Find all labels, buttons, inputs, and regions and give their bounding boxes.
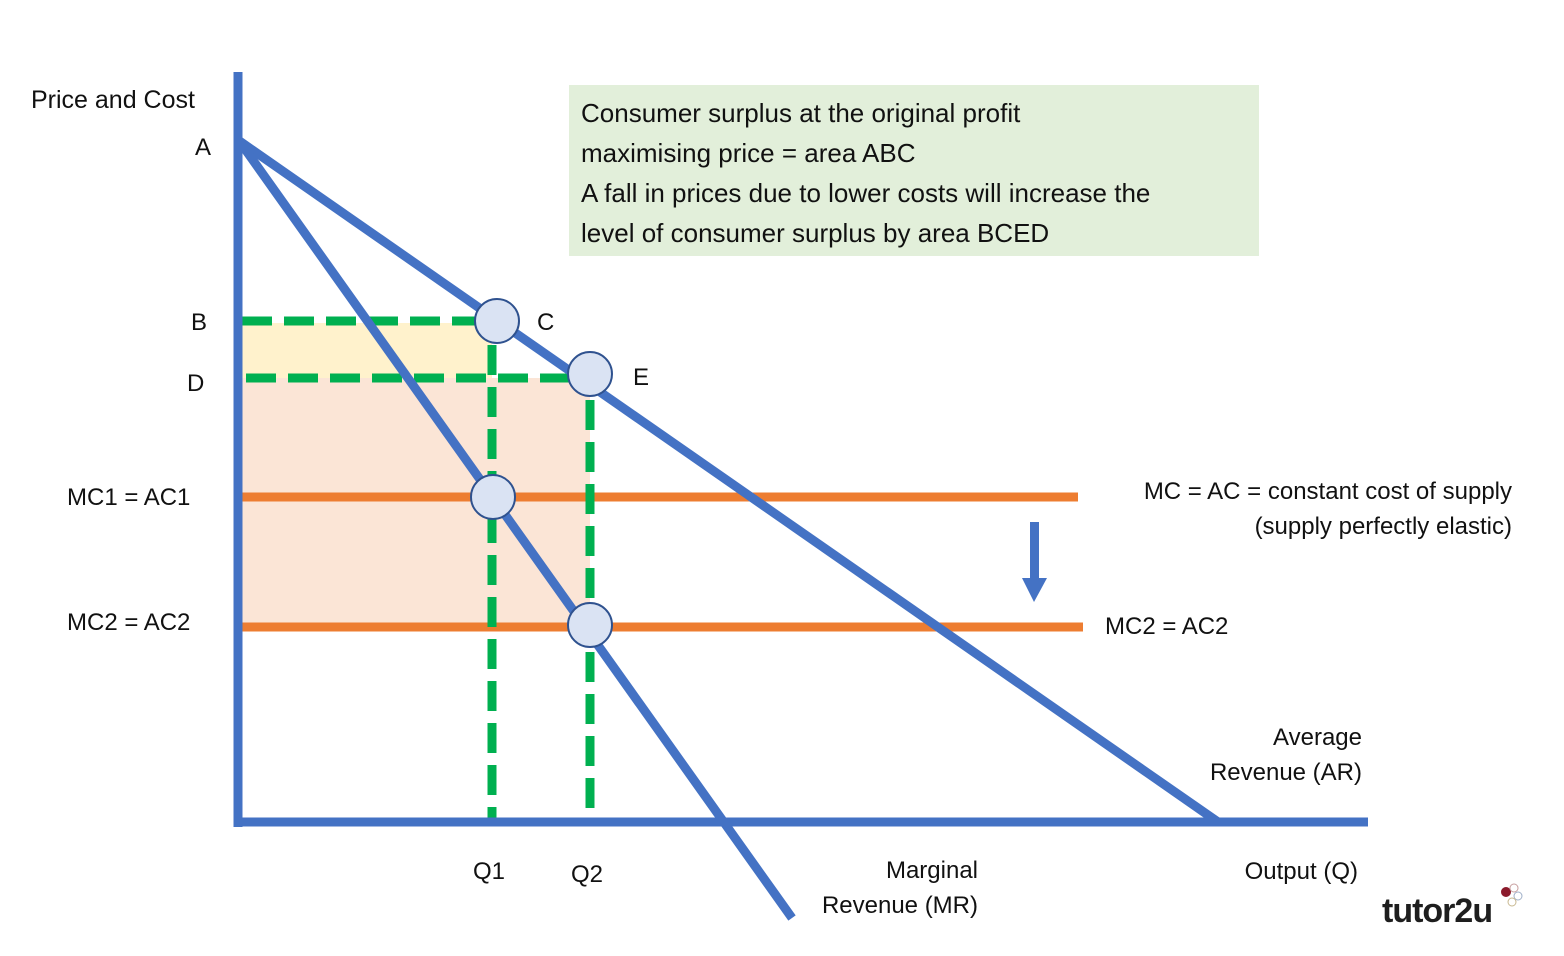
label-a: A xyxy=(195,134,212,161)
logo-flower-icon xyxy=(1501,883,1523,907)
note-line-4: level of consumer surplus by area BCED xyxy=(581,218,1050,248)
mc2-ac2-right-label: MC2 = AC2 xyxy=(1105,613,1229,640)
label-mc2-ac2: MC2 = AC2 xyxy=(67,609,191,636)
label-q1: Q1 xyxy=(473,858,506,885)
point-mr-mc1 xyxy=(470,474,516,520)
label-d: D xyxy=(187,370,205,397)
note-line-2: maximising price = area ABC xyxy=(581,138,916,168)
label-b: B xyxy=(191,309,208,336)
mc-label-line2: (supply perfectly elastic) xyxy=(1254,512,1512,540)
mc-ac-constant-label: MC = AC = constant cost of supply (suppl… xyxy=(1090,478,1512,542)
point-e xyxy=(567,351,613,397)
label-c: C xyxy=(537,309,555,336)
ar-label-line1: Average xyxy=(1273,724,1362,751)
note-line-3: A fall in prices due to lower costs will… xyxy=(581,178,1151,208)
label-mc1-ac1: MC1 = AC1 xyxy=(67,484,191,511)
point-mr-mc2 xyxy=(567,602,613,648)
mr-label-line2: Revenue (MR) xyxy=(821,891,978,919)
mr-label-line1: Marginal xyxy=(885,857,978,884)
ar-label-line2: Revenue (AR) xyxy=(1209,758,1362,786)
area-bced-shade xyxy=(242,323,492,378)
point-c xyxy=(474,298,520,344)
x-axis-label: Output (Q) xyxy=(1244,858,1358,885)
explanation-note-box: Consumer surplus at the original profit … xyxy=(569,85,1259,256)
mr-curve-label: Marginal Revenue (MR) xyxy=(780,857,978,921)
mr-curve xyxy=(236,139,796,921)
label-q2: Q2 xyxy=(571,861,604,888)
label-e: E xyxy=(633,364,650,391)
note-line-1: Consumer surplus at the original profit xyxy=(581,98,1021,128)
mc-label-line1: MC = AC = constant cost of supply xyxy=(1143,478,1512,505)
tutor2u-logo: tutor2u xyxy=(1382,892,1493,930)
down-arrow-icon xyxy=(1022,522,1047,602)
ar-curve-label: Average Revenue (AR) xyxy=(1160,724,1362,788)
area-lower-shade xyxy=(242,378,590,626)
ar-demand-curve xyxy=(235,136,1221,826)
y-axis-label: Price and Cost xyxy=(31,86,195,114)
